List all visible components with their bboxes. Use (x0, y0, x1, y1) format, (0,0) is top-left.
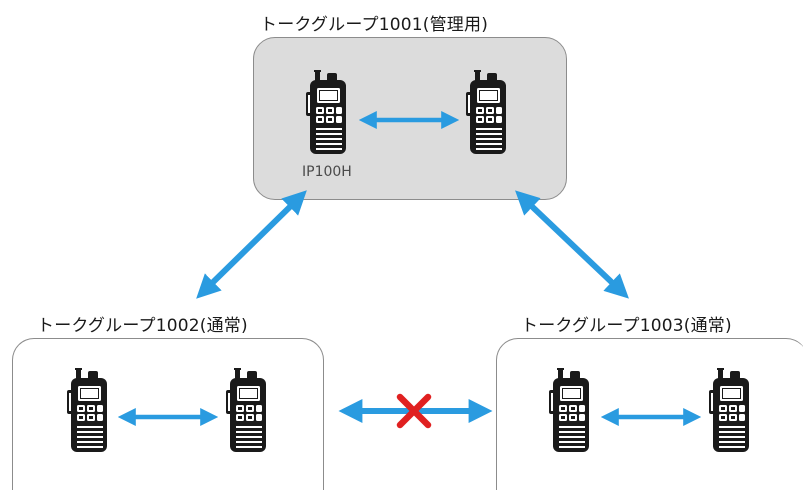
device-model-label: IP100H (302, 164, 352, 180)
talk-group-1002-title: トークグループ1002(通常) (37, 316, 248, 336)
talk-group-1001-title: トークグループ1001(管理用) (260, 15, 489, 35)
radio-1002-b-icon (226, 368, 266, 452)
blocked-x-icon (396, 393, 432, 429)
talk-group-1003-title: トークグループ1003(通常) (521, 316, 732, 336)
arrow-1001-1002 (196, 190, 307, 299)
radio-1001-a-icon (306, 70, 346, 154)
radio-1002-a-icon (67, 368, 107, 452)
radio-1003-a-icon (549, 368, 589, 452)
arrow-1001-1003 (515, 190, 629, 299)
radio-1001-b-icon (466, 70, 506, 154)
radio-1003-b-icon (709, 368, 749, 452)
